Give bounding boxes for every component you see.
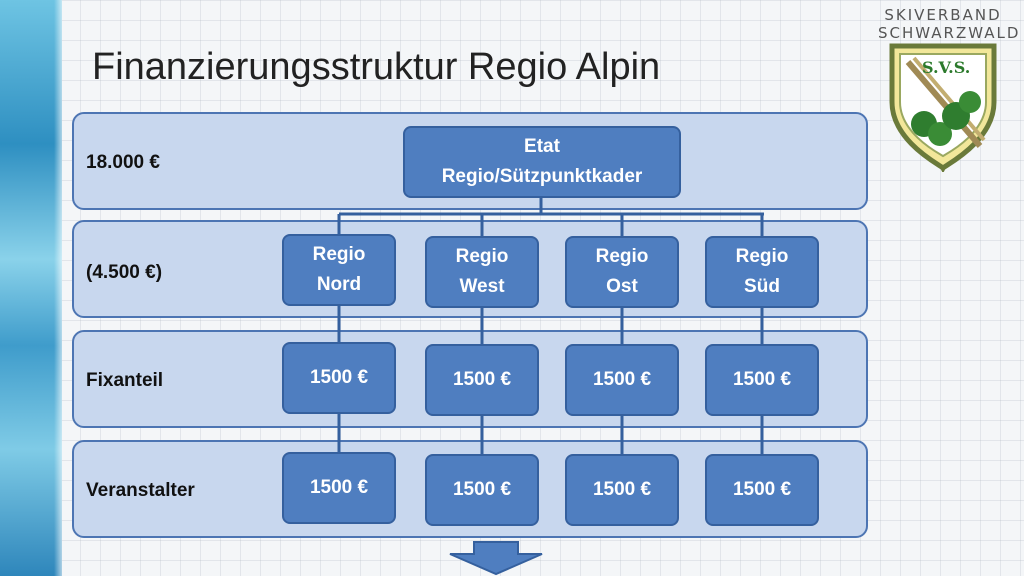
node-fixanteil-ost: 1500 € <box>565 344 679 416</box>
row-label-total: 18.000 € <box>86 152 160 173</box>
node-regio-west: Regio West <box>425 236 539 308</box>
node-fixanteil-nord: 1500 € <box>282 342 396 414</box>
node-veranstalter-nord: 1500 € <box>282 452 396 524</box>
logo-line-1: SKIVERBAND <box>884 6 1002 24</box>
node-etat-line1: Etat <box>524 136 560 157</box>
down-arrow-icon <box>449 541 543 576</box>
node-etat-line2: Regio/Sützpunktkader <box>441 166 643 187</box>
node-regio-sued-line2: Süd <box>744 276 780 297</box>
node-regio-ost-line1: Regio <box>595 246 649 267</box>
node-regio-sued: Regio Süd <box>705 236 819 308</box>
node-regio-ost: Regio Ost <box>565 236 679 308</box>
row-label-regions: (4.500 €) <box>86 262 163 283</box>
row-label-fixanteil: Fixanteil <box>86 370 164 391</box>
node-regio-nord-line1: Regio <box>312 244 366 265</box>
node-etat: Etat Regio/Sützpunktkader <box>403 126 681 198</box>
svs-logo: SKIVERBAND SCHWARZWALD S.V.S. <box>878 6 1021 176</box>
node-fixanteil-west: 1500 € <box>425 344 539 416</box>
logo-line-2: SCHWARZWALD <box>878 24 1021 42</box>
row-label-veranstalter: Veranstalter <box>86 480 195 501</box>
node-regio-west-line2: West <box>459 276 505 297</box>
slide-title: Finanzierungsstruktur Regio Alpin <box>92 46 661 88</box>
node-regio-west-line1: Regio <box>455 246 509 267</box>
node-regio-nord-line2: Nord <box>316 274 362 295</box>
node-veranstalter-ost: 1500 € <box>565 454 679 526</box>
node-veranstalter-west: 1500 € <box>425 454 539 526</box>
node-regio-nord: Regio Nord <box>282 234 396 306</box>
node-fixanteil-sued: 1500 € <box>705 344 819 416</box>
node-regio-ost-line2: Ost <box>606 276 638 297</box>
decorative-side-strip <box>0 0 62 576</box>
logo-badge-text: S.V.S. <box>922 58 971 77</box>
node-veranstalter-sued: 1500 € <box>705 454 819 526</box>
node-regio-sued-line1: Regio <box>735 246 789 267</box>
logo-shield-icon <box>889 43 997 172</box>
